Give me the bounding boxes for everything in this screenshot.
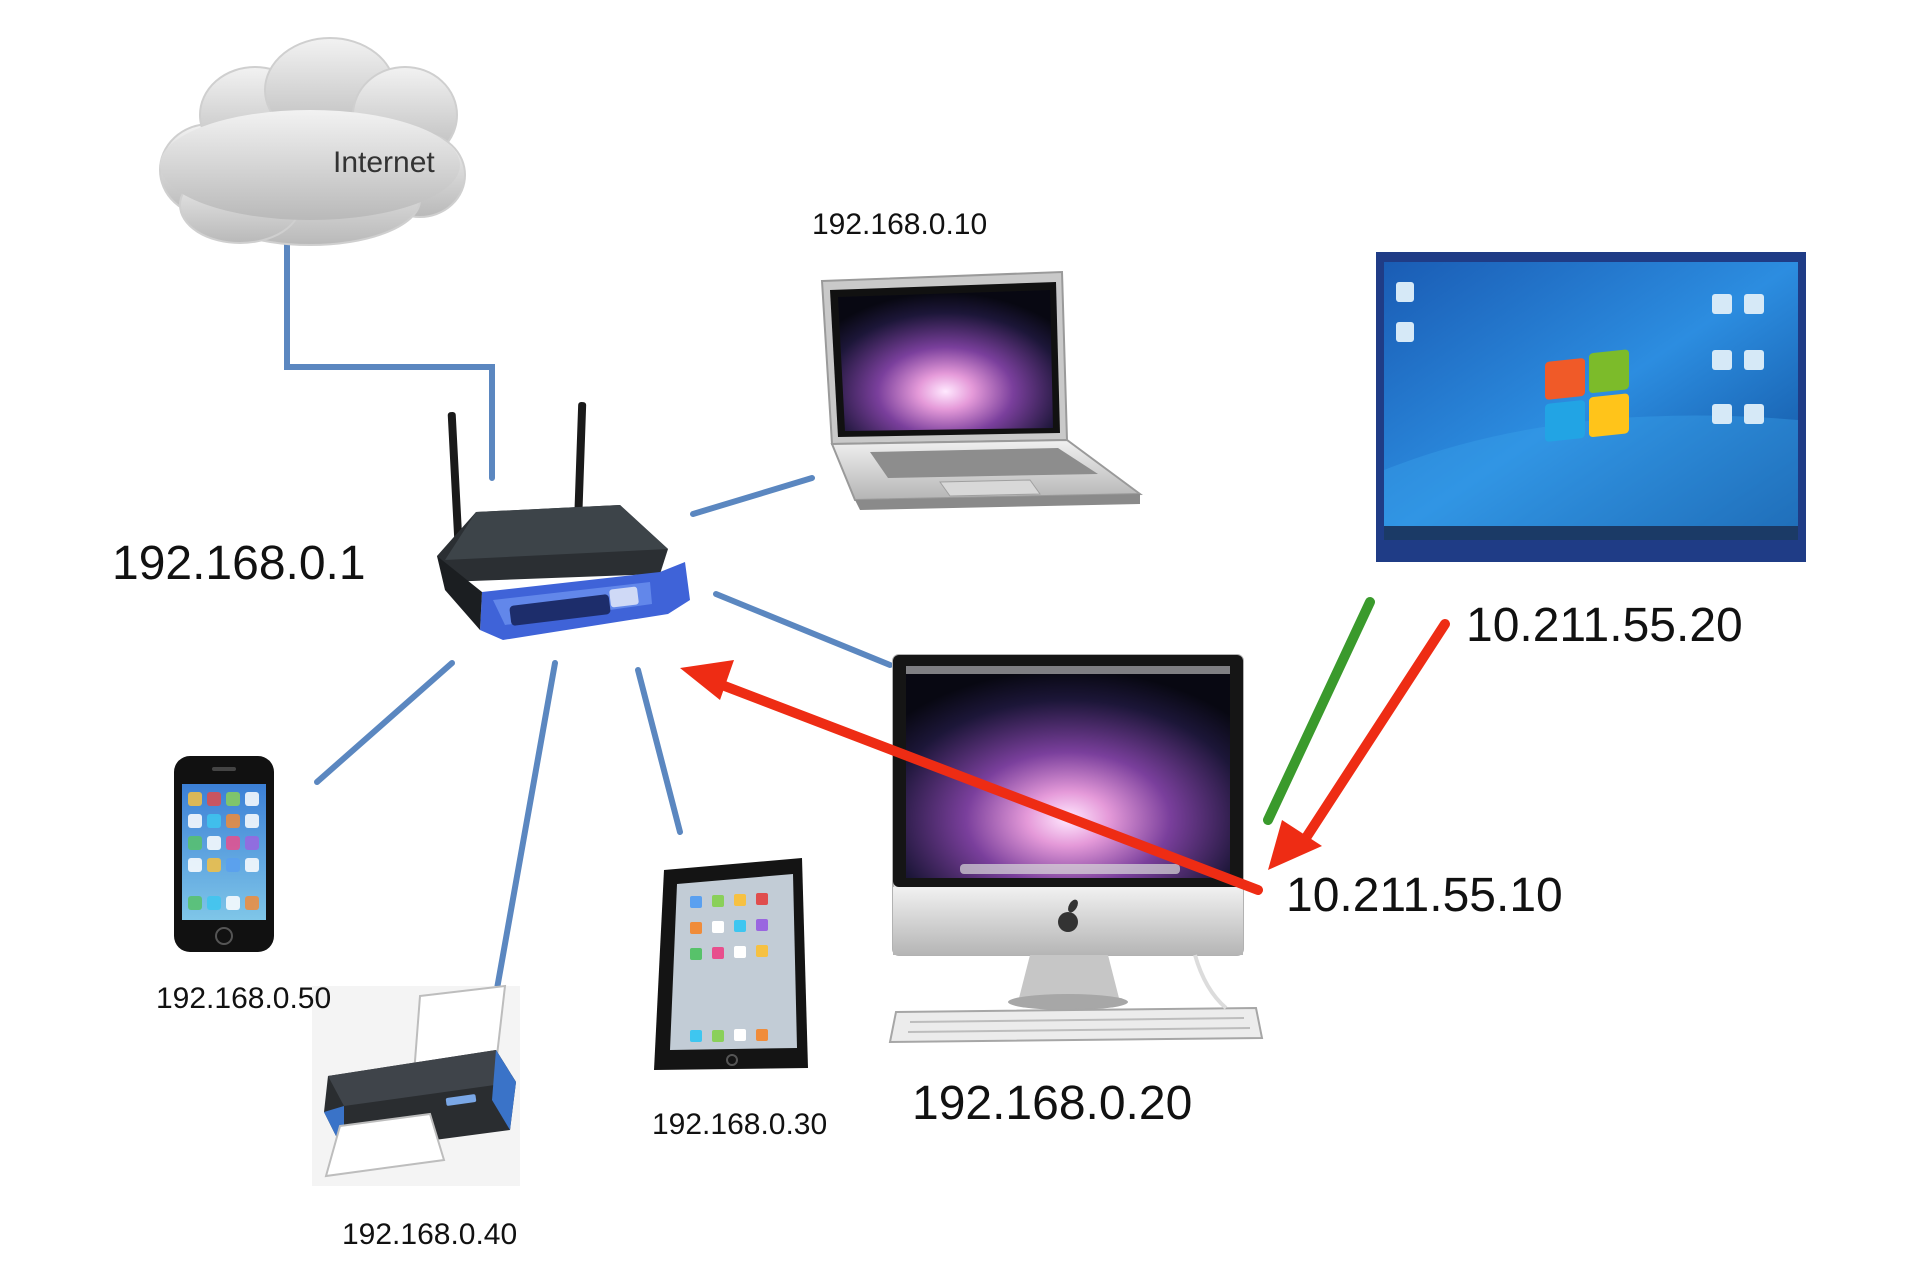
vm-host-ip-label: 10.211.55.10 xyxy=(1286,869,1563,922)
internet-label: Internet xyxy=(333,146,435,179)
red-arrowhead-imac xyxy=(1268,820,1322,870)
imac-icon xyxy=(888,654,1264,1044)
red-arrow-line-to-imac xyxy=(1297,619,1450,849)
red-arrowhead-router xyxy=(680,660,734,700)
printer-ip-label: 192.168.0.40 xyxy=(342,1218,518,1251)
link-printer xyxy=(492,660,558,1003)
red-arrow-line-to-router xyxy=(717,680,1263,895)
tablet-app-grid xyxy=(690,893,768,1042)
desktop-icons xyxy=(1396,282,1764,424)
phone-icon xyxy=(174,756,274,952)
imac-ip-label: 192.168.0.20 xyxy=(912,1077,1193,1130)
green-arrow-line xyxy=(1263,597,1375,825)
router-icon xyxy=(437,402,690,640)
tablet-icon xyxy=(654,858,808,1070)
connection-lines xyxy=(284,237,893,1003)
cloud-icon xyxy=(159,37,466,246)
apple-logo-icon xyxy=(1058,899,1078,932)
link-ipad xyxy=(635,667,683,835)
windows-vm-icon xyxy=(1376,252,1806,562)
traffic-arrows xyxy=(680,597,1450,895)
vm-guest-ip-label: 10.211.55.20 xyxy=(1466,599,1743,652)
windows-logo-icon xyxy=(1545,349,1629,442)
link-laptop xyxy=(690,475,815,517)
link-imac xyxy=(713,591,893,668)
internet-uplink-line xyxy=(284,237,495,481)
phone-ip-label: 192.168.0.50 xyxy=(156,982,332,1015)
laptop-ip-label: 192.168.0.10 xyxy=(812,208,988,241)
ipad-ip-label: 192.168.0.30 xyxy=(652,1108,828,1141)
router-ip-label: 192.168.0.1 xyxy=(112,537,366,590)
app-grid xyxy=(188,792,259,910)
link-phone xyxy=(314,660,455,785)
printer-icon xyxy=(312,984,520,1186)
laptop-icon xyxy=(820,270,1143,510)
